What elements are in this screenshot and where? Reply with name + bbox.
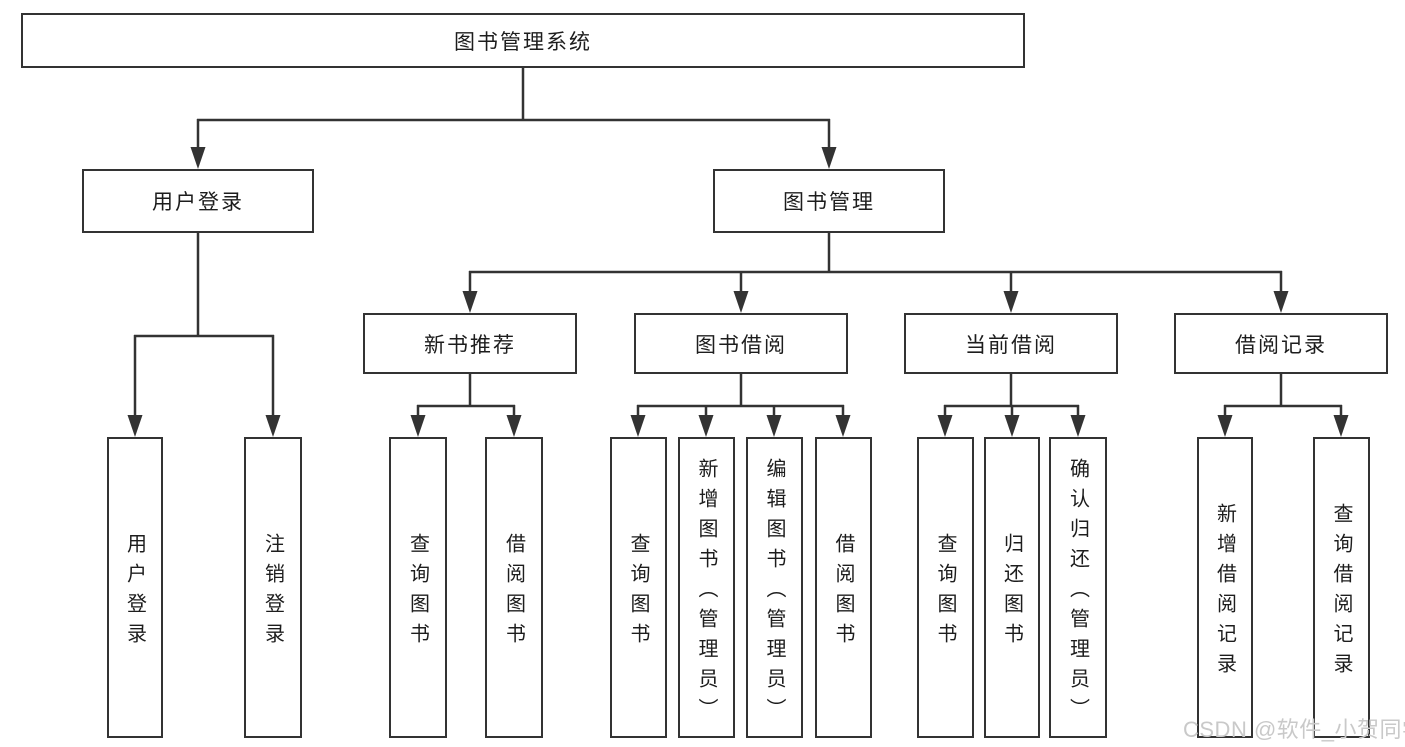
node-label: 用户登录 bbox=[152, 191, 244, 214]
node-label: 查询图书 bbox=[627, 532, 649, 653]
node-label: 确认归还（管理员） bbox=[1066, 457, 1089, 728]
leaf-user-login: 用户登录 bbox=[107, 437, 163, 738]
leaf-logout: 注销登录 bbox=[244, 437, 302, 738]
node-label: 注销登录 bbox=[261, 532, 284, 653]
node-label: 图书管理 bbox=[783, 191, 875, 214]
node-label: 用户登录 bbox=[123, 532, 146, 653]
node-current-borrow: 当前借阅 bbox=[904, 313, 1118, 374]
node-label: 借阅记录 bbox=[1235, 333, 1327, 357]
node-label: 查询图书 bbox=[406, 532, 429, 653]
leaf-add-borrow-record: 新增借阅记录 bbox=[1197, 437, 1253, 738]
leaf-query-borrow-record: 查询借阅记录 bbox=[1313, 437, 1370, 738]
leaf-borrow-books: 借阅图书 bbox=[815, 437, 872, 738]
node-label: 图书管理系统 bbox=[454, 30, 592, 54]
node-label: 查询借阅记录 bbox=[1330, 502, 1352, 683]
leaf-newbook-borrow-books: 借阅图书 bbox=[485, 437, 543, 738]
leaf-current-query-books: 查询图书 bbox=[917, 437, 974, 738]
node-new-book-recommend: 新书推荐 bbox=[363, 313, 577, 374]
node-label: 当前借阅 bbox=[965, 333, 1057, 357]
leaf-edit-books-admin: 编辑图书（管理员） bbox=[746, 437, 803, 738]
leaf-confirm-return-admin: 确认归还（管理员） bbox=[1049, 437, 1107, 738]
node-user-login: 用户登录 bbox=[82, 169, 314, 233]
node-label: 图书借阅 bbox=[695, 333, 787, 357]
node-borrow-records: 借阅记录 bbox=[1174, 313, 1388, 374]
node-label: 新增图书（管理员） bbox=[695, 457, 717, 728]
node-label: 借阅图书 bbox=[832, 532, 854, 653]
leaf-newbook-query-books: 查询图书 bbox=[389, 437, 447, 738]
node-book-borrow: 图书借阅 bbox=[634, 313, 848, 374]
leaf-return-books: 归还图书 bbox=[984, 437, 1040, 738]
node-label: 新增借阅记录 bbox=[1213, 502, 1236, 683]
csdn-watermark: CSDN @软件_小贺同学 bbox=[1183, 717, 1405, 742]
leaf-add-books-admin: 新增图书（管理员） bbox=[678, 437, 735, 738]
arrowheads bbox=[127, 147, 1349, 437]
node-label: 归还图书 bbox=[1000, 532, 1023, 653]
node-label: 借阅图书 bbox=[502, 532, 525, 653]
node-root: 图书管理系统 bbox=[21, 13, 1025, 68]
leaf-borrow-query-books: 查询图书 bbox=[610, 437, 667, 738]
node-book-management: 图书管理 bbox=[713, 169, 945, 233]
node-label: 新书推荐 bbox=[424, 333, 516, 357]
node-label: 编辑图书（管理员） bbox=[763, 457, 785, 728]
node-label: 查询图书 bbox=[934, 532, 956, 653]
